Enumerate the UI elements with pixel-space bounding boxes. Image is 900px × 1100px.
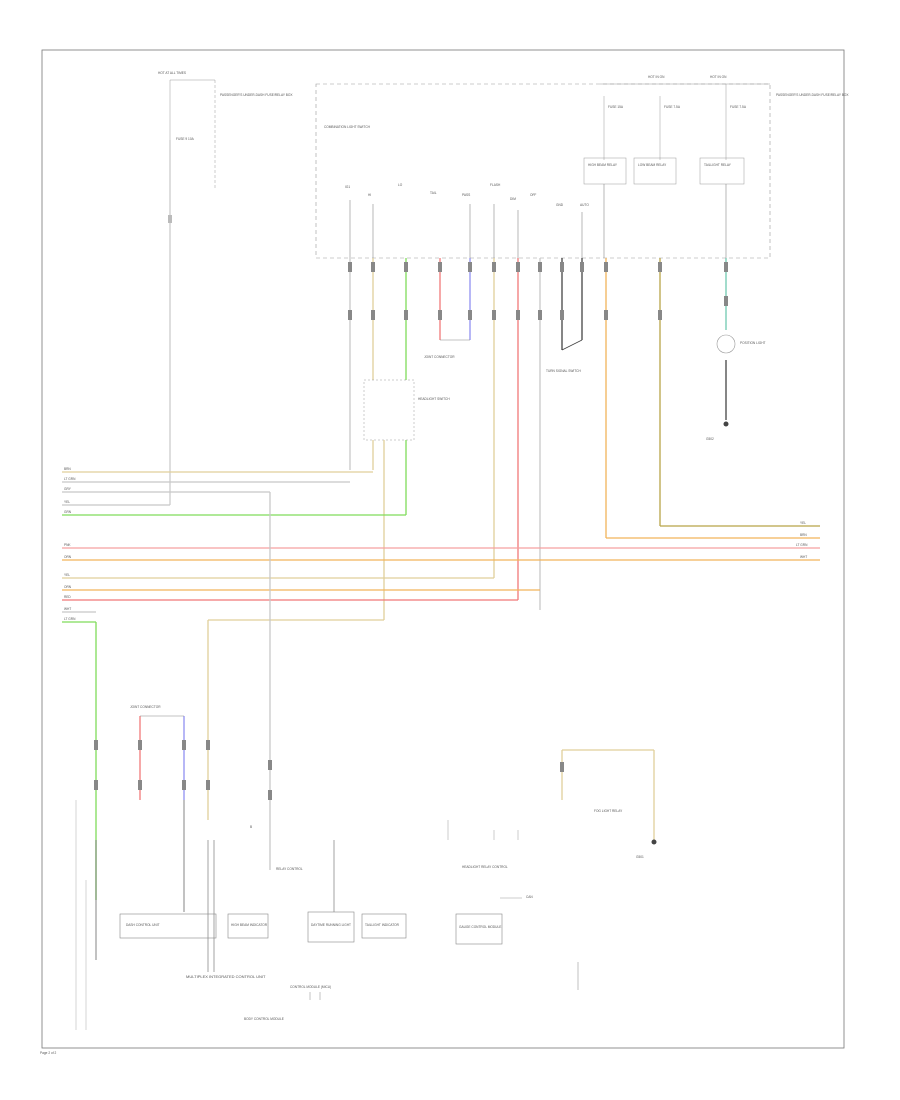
wire-tag: ORN [64,555,72,559]
pin-label: FLASH [490,183,501,187]
wire-tag: WHT [64,607,71,611]
horizontal-bus [62,471,820,870]
fog-ctrl-label: FOG LIGHT RELAY [594,809,623,813]
diagram-frame [41,49,845,1049]
position-light-label: POSITION LIGHT [740,341,766,345]
daytime-run-label: DAYTIME RUNNING LIGHT [311,923,351,927]
can-label: CAN [526,895,533,899]
wire-tag: YEL [64,573,70,577]
fuse-box-left-label: PASSENGER'S UNDER-DASH FUSE/RELAY BOX [220,93,293,97]
dash-control-box [119,913,217,939]
pin-label: AUTO [580,203,589,207]
taillight-ind-box [361,913,407,939]
daytime-run-box [307,911,355,943]
left-wire-tags: BRN LT GRN GRY YEL GRN PNK ORN YEL ORN R… [64,467,76,621]
wire-tag: RED [64,595,71,599]
wire-tag: YEL [64,500,70,504]
bottom-components: DASH CONTROL UNIT HIGH BEAM INDICATOR DA… [119,911,503,1021]
headlight-switch-label: HEADLIGHT SWITCH [418,397,450,401]
dash-control-label: DASH CONTROL UNIT [126,923,160,927]
hot-left-label: HOT AT ALL TIMES [158,71,186,75]
connector-markers [348,262,728,320]
pin-label: PASS [462,193,470,197]
head-relay-ctrl-label: HEADLIGHT RELAY CONTROL [462,865,508,869]
right-fuse-box: COMBINATION LIGHT SWITCH HOT IN ON HOT I… [315,75,849,259]
joint-connector-bottom: JOINT CONNECTOR [130,705,184,717]
fuse-a-label: FUSE 15A [608,105,624,109]
pin-stubs [349,184,727,258]
low-beam-relay [633,157,677,185]
pin-labels: IG1 HI LO TAIL PASS FLASH DIM OFF GND AU… [345,183,589,207]
fuse-b-label: FUSE 7.5A [664,105,681,109]
joint-connector-label: JOINT CONNECTOR [424,355,455,359]
wire-tag: BRN [800,533,807,537]
gnd-left-label: G501 [636,855,644,859]
wire-tag: GRN [64,510,72,514]
high-beam-relay-label: HIGH BEAM RELAY [588,163,618,167]
hot-right-label: HOT IN ON [710,75,727,79]
wire-tag: LT GRN [64,477,76,481]
multiplex-label: MULTIPLEX INTEGRATED CONTROL UNIT [186,974,266,979]
relay-control-cluster: RELAY CONTROL HEADLIGHT RELAY CONTROL B … [250,820,533,899]
relay-ctrl-label: RELAY CONTROL [276,867,303,871]
joint-connector-lower-label: JOINT CONNECTOR [130,705,161,709]
pin-label: OFF [530,193,536,197]
taillight-relay-label: TAILLIGHT RELAY [704,163,732,167]
pin-label: DIM [510,197,516,201]
low-beam-relay-label: LOW BEAM RELAY [638,163,667,167]
wire-tag: LT GRN [64,617,76,621]
fuse-box-outline [315,83,771,259]
hot-center-label: HOT IN ON [648,75,665,79]
wire-tag: ORN [64,585,72,589]
gnd-right-label: G502 [706,437,714,441]
wire-tag: YEL [800,521,806,525]
taillight-relay [699,157,745,185]
pin-label: TAIL [430,191,437,195]
lower-connector-markers [94,740,564,800]
turn-signal-area: TURN SIGNAL SWITCH [546,339,583,373]
pin-label: IG1 [345,185,350,189]
body-control-label: BODY CONTROL MODULE [244,1017,284,1021]
high-beam-ind-box [227,913,269,939]
multiplex-sub-label: CONTROL MODULE (MICU) [290,985,331,989]
wire-tag: WHT [800,555,807,559]
fuse-box-right-label: PASSENGER'S UNDER-DASH FUSE/RELAY BOX [776,93,849,97]
combination-light-label: COMBINATION LIGHT SWITCH [324,125,371,129]
right-lamp: POSITION LIGHT G502 [706,334,766,441]
taillight-ind-label: TAILLIGHT INDICATOR [365,923,400,927]
page-ref: Page 2 of 2 [40,1051,57,1055]
left-fuse-feed: HOT AT ALL TIMES PASSENGER'S UNDER-DASH … [158,71,293,505]
turn-signal-label: TURN SIGNAL SWITCH [546,369,581,373]
wire-tag: GRY [64,487,72,491]
lower-wires [75,620,655,1030]
lower-ground: G501 FOG LIGHT RELAY [594,809,657,859]
gauge-control-label: GAUGE CONTROL MODULE [459,925,501,929]
high-beam-ind-label: HIGH BEAM INDICATOR [231,923,268,927]
pin-label: HI [368,193,371,197]
pin-label: LO [398,183,403,187]
wire-tag: BRN [64,467,71,471]
right-wire-tags: YEL BRN LT GRN WHT [796,521,808,559]
b-label: B [250,825,252,829]
gauge-control-box [455,913,503,945]
headlight-switch: HEADLIGHT SWITCH [363,379,450,620]
fuse-c-label: FUSE 7.5A [730,105,747,109]
high-beam-relay [583,157,627,185]
fuse-left-label: FUSE 9 10A [176,137,195,141]
pin-label: GND [556,203,564,207]
wire-tag: PNK [64,543,71,547]
wire-tag: LT GRN [796,543,808,547]
joint-connector-top: JOINT CONNECTOR [424,339,470,359]
